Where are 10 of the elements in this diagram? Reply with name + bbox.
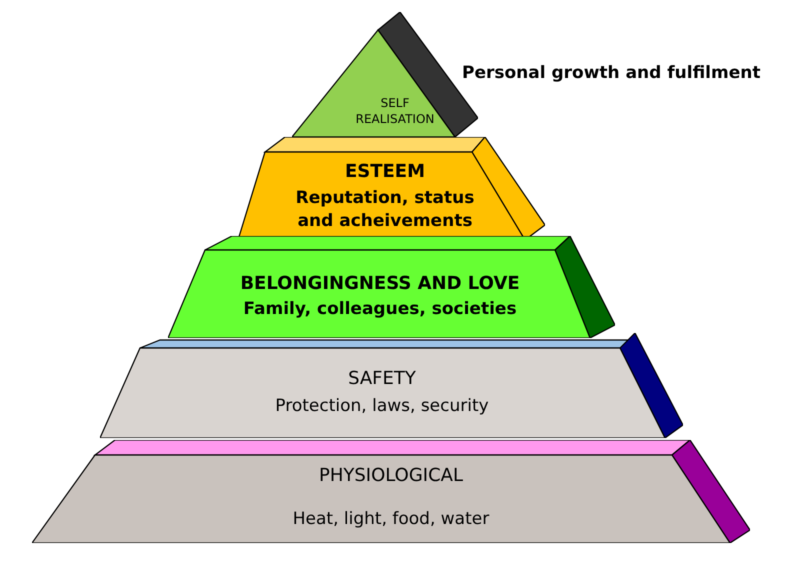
tier-description: Heat, light, food, water [292,508,490,531]
tier-description: Protection, laws, security [274,395,490,418]
tier-heading: ESTEEM [344,160,426,184]
tier-heading: SELF REALISATION [355,95,435,128]
tier-heading: SAFETY [347,367,417,391]
tier-description: Reputation, status and acheivements [294,187,476,233]
tier-heading: BELONGINGNESS AND LOVE [239,272,521,296]
tier-description: Family, colleagues, societies [242,298,518,321]
side-caption: Personal growth and fulfilment [462,62,760,85]
tier-heading: PHYSIOLOGICAL [318,464,464,488]
